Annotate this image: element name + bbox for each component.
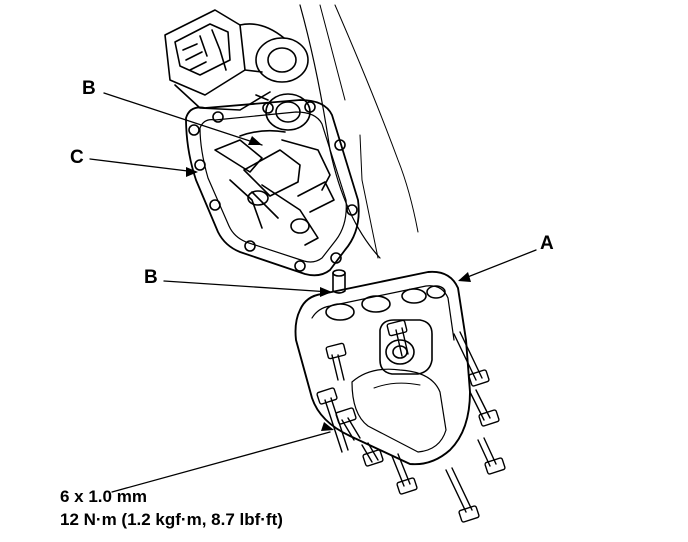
cover-a <box>294 270 471 466</box>
bolts <box>316 319 506 523</box>
gasket-c <box>185 99 360 277</box>
callout-label-b-lower: B <box>144 267 158 288</box>
arrowheads <box>186 136 471 431</box>
valve-body-internals <box>214 129 335 246</box>
leader-lines <box>89 92 537 493</box>
callout-label-c: C <box>70 147 84 168</box>
callout-label-b-upper: B <box>82 78 96 99</box>
bolt-size-spec: 6 x 1.0 mm <box>60 487 147 506</box>
callout-label-a: A <box>540 233 554 254</box>
solenoid-connector-assembly <box>164 9 311 131</box>
torque-spec: 12 N·m (1.2 kgf·m, 8.7 lbf·ft) <box>60 510 283 529</box>
